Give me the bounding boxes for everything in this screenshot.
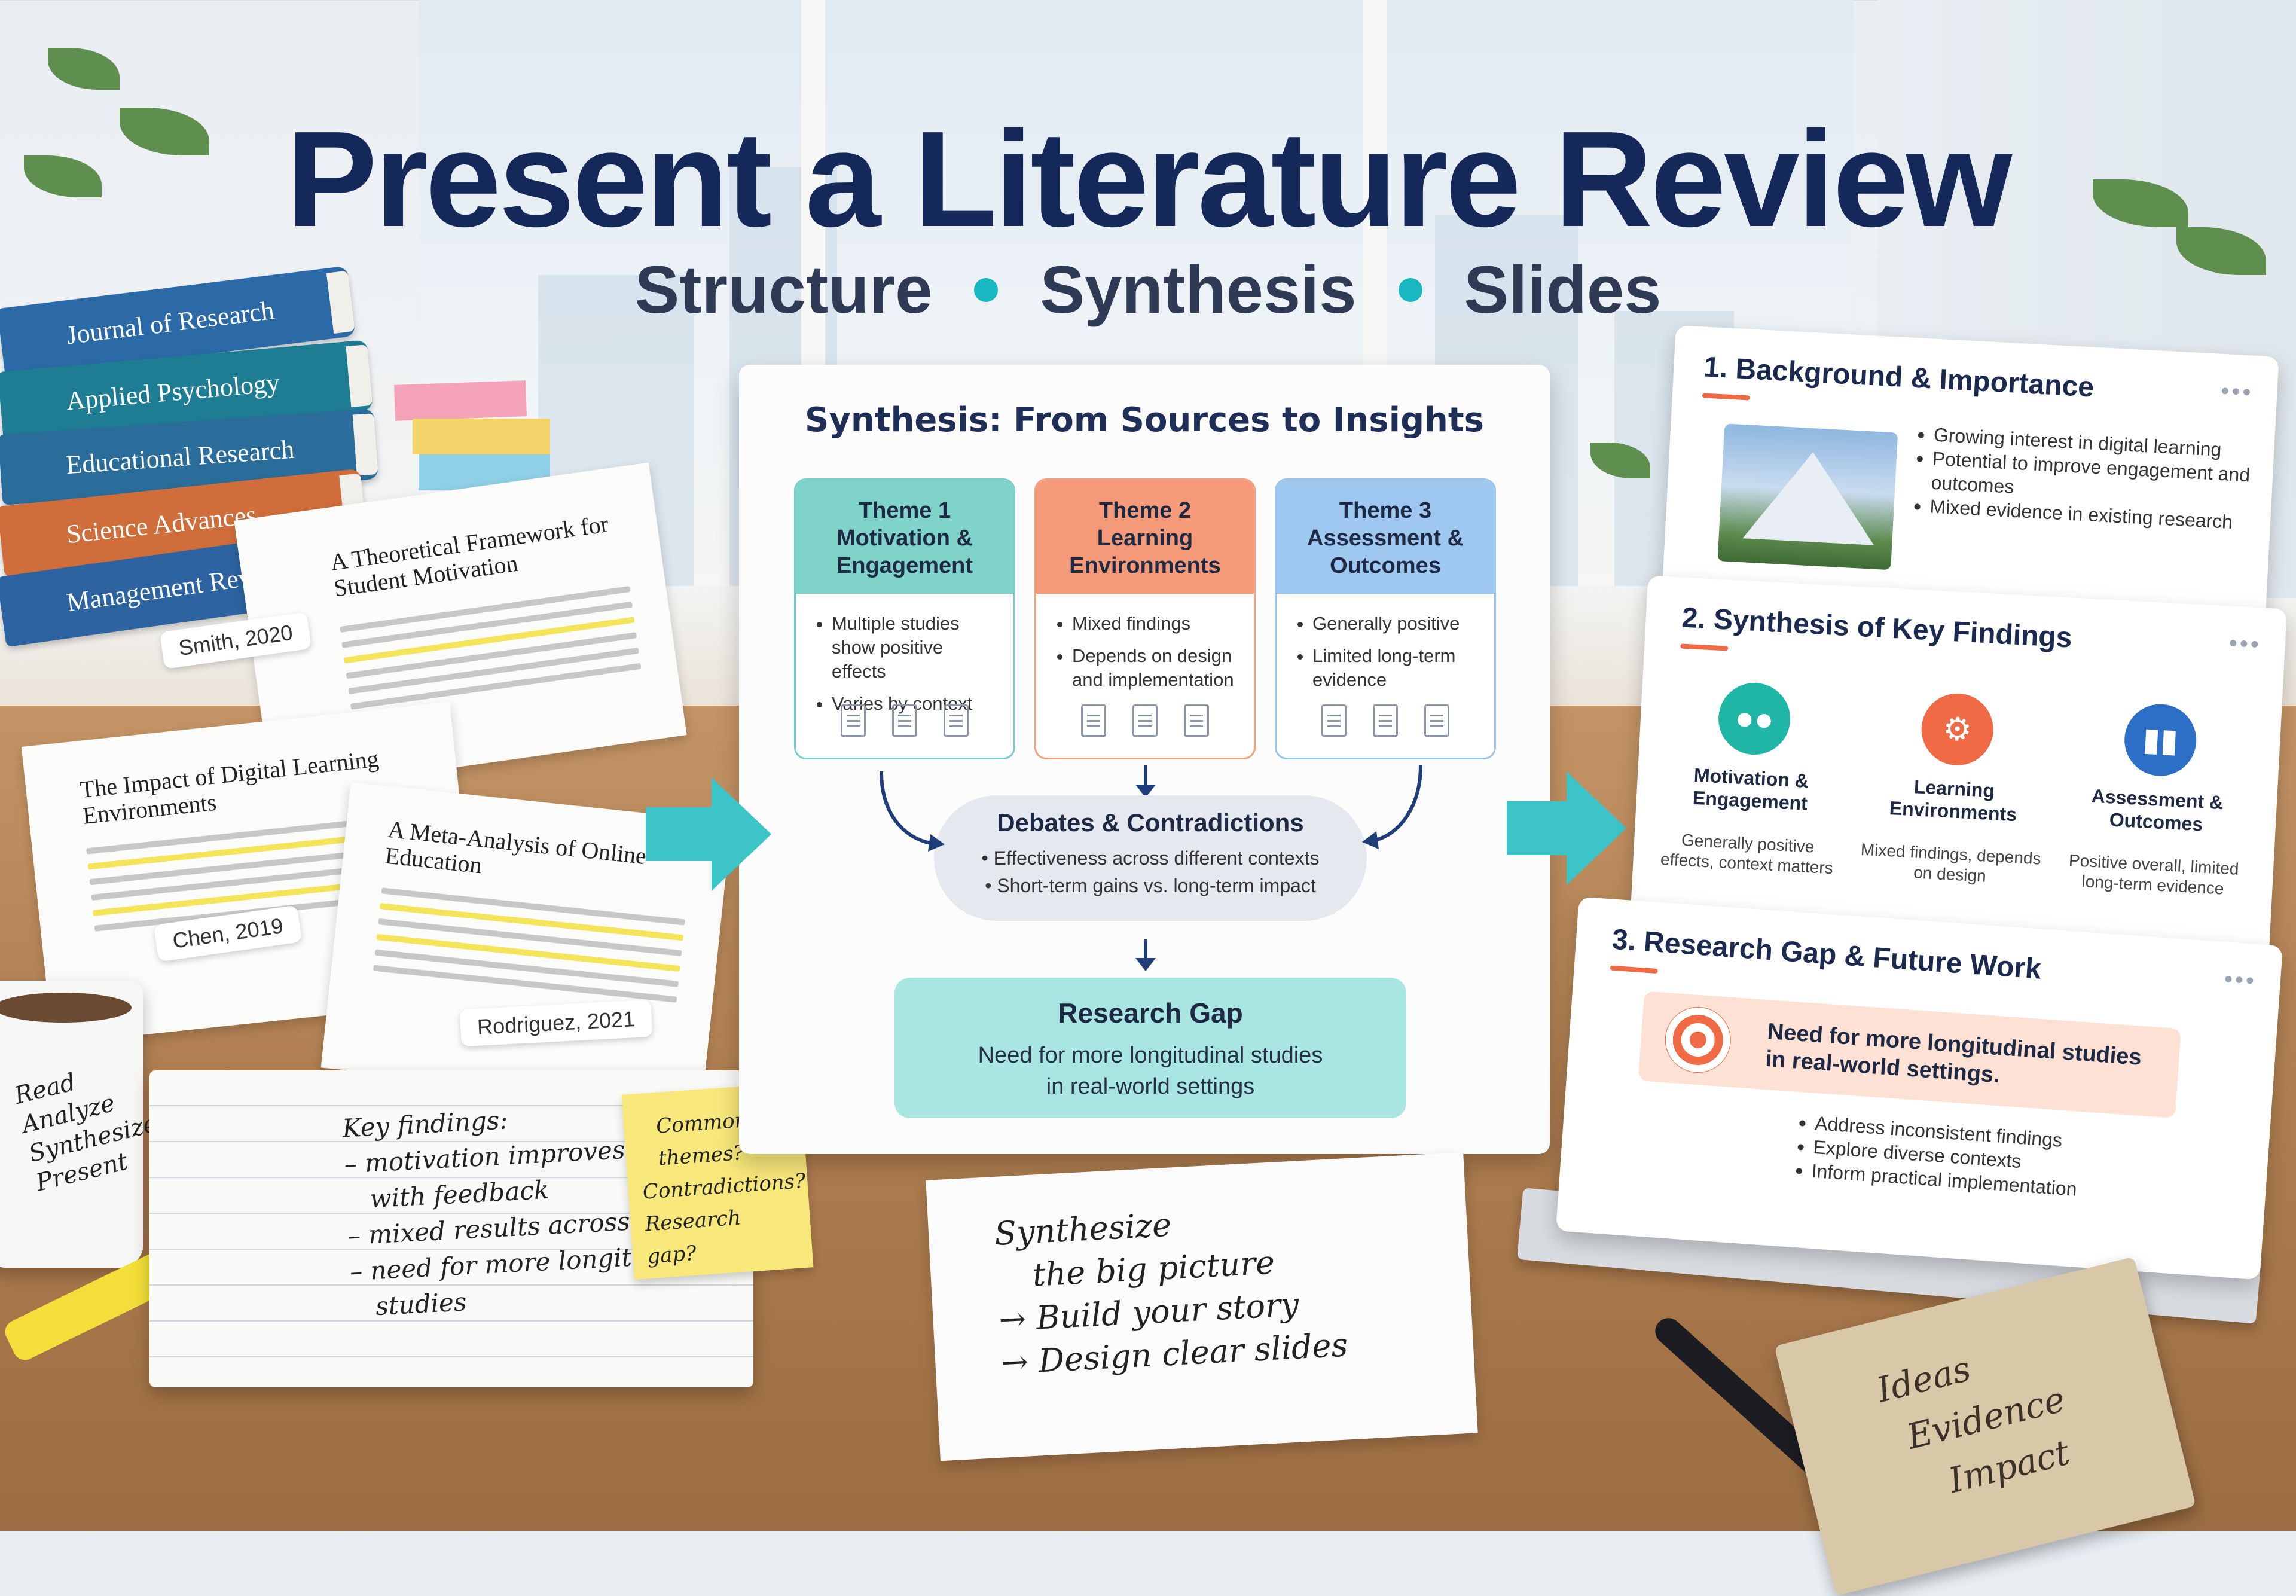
finding-desc: Positive overall, limited long-term evid… [2068,850,2240,898]
debates-bullet-text: Short-term gains vs. long-term impact [997,875,1316,896]
page-title: Present a Literature Review [286,103,2013,255]
theme-name: Motivation & Engagement [836,526,973,578]
slide-research-gap: 3. Research Gap & Future Work ••• Need f… [1555,896,2283,1280]
mountain-image [1717,423,1898,570]
handwritten-note-text: Synthesize the big picture → Build your … [993,1195,1349,1385]
subtitle-dot [1398,278,1422,303]
finding-environments: ⚙ Learning Environments Mixed findings, … [1854,689,2054,890]
document-icon [1132,704,1158,737]
document-icon [1373,704,1398,737]
theme-number: Theme 1 [858,498,951,523]
theme-card-1: Theme 1 Motivation & Engagement Multiple… [794,478,1015,759]
subtitle-synthesis: Synthesis [1040,252,1357,327]
theme-bullet: Depends on design and implementation [1072,644,1242,692]
research-gap-box: Research Gap Need for more longitudinal … [894,978,1406,1118]
theme-name: Assessment & Outcomes [1307,526,1464,578]
research-gap-title: Research Gap [1058,997,1243,1029]
slide-bullets: Address inconsistent findings Explore di… [1787,1109,2081,1201]
research-gap-line: Need for more longitudinal studies [978,1043,1323,1068]
small-notebook-text: Ideas Evidence Impact [1871,1322,2083,1519]
theme-bullets: Multiple studies show positive effects V… [796,612,1013,716]
curved-arrow-left [880,771,931,845]
theme-header: Theme 2 Learning Environments [1036,480,1254,594]
document-icon [1184,704,1209,737]
document-icons [1277,704,1494,740]
bar-chart-icon: ▮▮ [2123,702,2199,778]
debates-box: Debates & Contradictions • Effectiveness… [934,795,1367,921]
slide-accent-bar [1702,393,1751,401]
document-icon [841,704,866,737]
slide-accent-bar [1680,643,1729,651]
debates-bullets: • Effectiveness across different context… [934,844,1367,899]
theme-bullet: Generally positive [1312,612,1482,636]
gap-highlight-box: Need for more longitudinal studies in re… [1638,991,2182,1118]
connector-arrows [646,765,1626,891]
theme-card-2: Theme 2 Learning Environments Mixed find… [1034,478,1256,759]
finding-assessment: ▮▮ Assessment & Outcomes Positive overal… [2057,699,2258,900]
subtitle-dot [974,278,999,303]
coffee-surface [0,993,132,1023]
document-icon [892,704,917,737]
document-icon [1424,704,1449,737]
theme-bullet: Limited long-term evidence [1312,644,1482,692]
slide-title: 2. Synthesis of Key Findings [1681,602,2073,654]
subtitle-slides: Slides [1464,252,1662,327]
document-icon [944,704,969,737]
theme-number: Theme 3 [1339,498,1432,523]
theme-number: Theme 2 [1098,498,1192,523]
subtitle-structure: Structure [634,252,933,327]
people-icon: ●● [1717,680,1793,757]
mountain-peak-icon [1742,448,1879,545]
theme-bullet: Varies by context [832,692,1002,716]
big-arrow-right-icon [646,777,771,891]
document-icons [796,704,1013,740]
arrow-head-icon [928,834,945,852]
theme-bullet: Multiple studies show positive effects [832,612,1002,683]
document-icons [1036,704,1254,740]
gap-highlight-text: Need for more longitudinal studies in re… [1764,1019,2143,1088]
slide-bullets: Growing interest in digital learning Pot… [1906,422,2269,536]
curved-arrow-right [1375,765,1422,842]
debates-bullet-text: Effectiveness across different contexts [993,847,1320,869]
finding-label: Assessment & Outcomes [2090,785,2224,835]
handwritten-note: Synthesize the big picture → Build your … [926,1152,1478,1461]
debates-bullet: • Effectiveness across different context… [981,847,1320,869]
slide-menu-icon[interactable]: ••• [2220,377,2254,406]
coffee-mug: Read Analyze Synthesize Present [0,981,160,1268]
sticky-pad-yellow [413,419,550,454]
finding-motivation: ●● Motivation & Engagement Generally pos… [1651,678,1852,879]
slide-menu-icon[interactable]: ••• [2228,630,2262,658]
theme-bullet: Mixed findings [1072,612,1242,636]
finding-desc: Generally positive effects, context matt… [1660,830,1834,878]
document-icon [1081,704,1106,737]
theme-name: Learning Environments [1069,526,1221,578]
theme-bullets: Generally positive Limited long-term evi… [1277,612,1494,692]
arrow-down-icon [1135,765,1156,798]
arrow-down-icon [1135,939,1156,971]
gear-icon: ⚙ [1919,691,1995,767]
finding-desc: Mixed findings, depends on design [1860,840,2042,886]
debates-title: Debates & Contradictions [997,808,1304,837]
slide-menu-icon[interactable]: ••• [2223,966,2258,994]
slide-title: 1. Background & Importance [1703,351,2095,404]
finding-label: Motivation & Engagement [1692,764,1809,814]
board-title: Synthesis: From Sources to Insights [805,401,1484,440]
finding-label: Learning Environments [1889,776,2017,826]
target-icon [1663,1005,1733,1075]
big-arrow-right-icon [1507,771,1626,885]
theme-bullets: Mixed findings Depends on design and imp… [1036,612,1254,692]
theme-header: Theme 1 Motivation & Engagement [796,480,1013,594]
theme-header: Theme 3 Assessment & Outcomes [1277,480,1494,594]
document-icon [1321,704,1347,737]
page-subtitle: Structure Synthesis Slides [0,251,2296,328]
debates-bullet: • Short-term gains vs. long-term impact [985,875,1316,896]
arrow-head-icon [1362,831,1379,849]
theme-card-3: Theme 3 Assessment & Outcomes Generally … [1275,478,1496,759]
synthesis-board: Synthesis: From Sources to Insights Them… [739,365,1550,1154]
slide-accent-bar [1610,965,1658,974]
research-gap-line: in real-world settings [1046,1074,1255,1099]
